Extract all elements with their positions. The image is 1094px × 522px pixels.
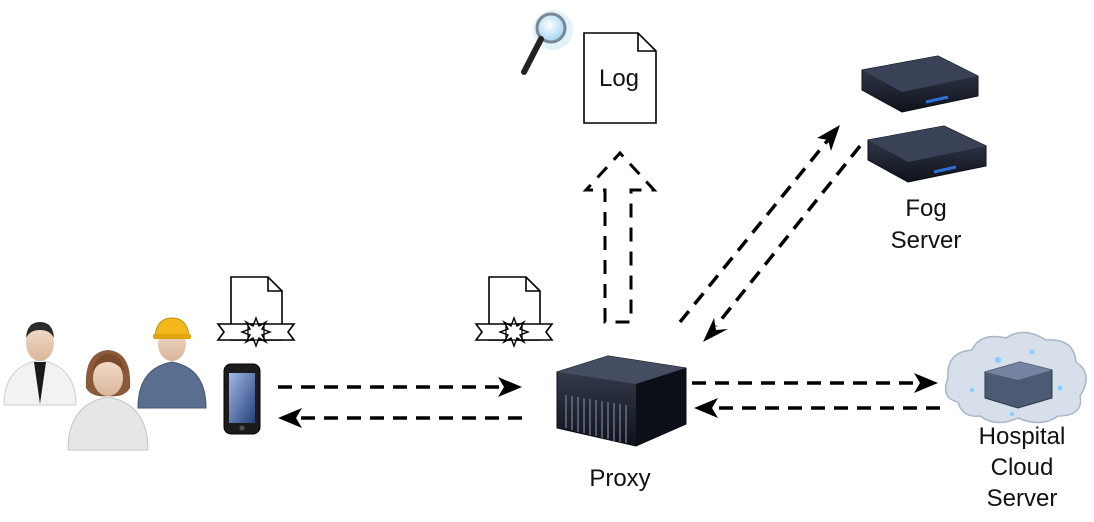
- arrow-fog-to-proxy: [714, 144, 862, 328]
- up-arrow-to-log: [582, 150, 658, 324]
- fog-server-icon: [861, 55, 987, 183]
- hospital-label-line3: Server: [987, 485, 1058, 512]
- hospital-cloud-server-icon: [944, 331, 1087, 424]
- certificate-document-left: [216, 276, 296, 348]
- arrow-proxy-to-fog: [678, 138, 830, 324]
- arrowhead-left-proxy-phone: [278, 408, 302, 428]
- arrowhead-right-proxy-hospital: [914, 373, 938, 393]
- proxy-server-icon: [556, 355, 687, 447]
- arrowhead-to-proxy-from-fog: [703, 318, 728, 342]
- hospital-label-line1: Hospital: [979, 423, 1066, 450]
- fog-server-label-line1: Fog: [905, 195, 946, 222]
- proxy-label: Proxy: [589, 465, 650, 492]
- woman-user-icon: [67, 350, 149, 451]
- smartphone-icon: [223, 363, 261, 435]
- arrowhead-right-phone-proxy: [498, 377, 522, 397]
- magnifying-glass-icon: [521, 10, 573, 75]
- fog-server-label-line2: Server: [891, 227, 962, 254]
- hospital-label-line2: Cloud: [991, 454, 1054, 481]
- businessman-icon: [3, 322, 77, 406]
- worker-hardhat-icon: [137, 317, 207, 409]
- arrowhead-to-fog: [817, 125, 840, 151]
- arrowhead-left-hospital-proxy: [694, 398, 718, 418]
- log-document-icon: [583, 32, 657, 124]
- arrow-heads: [278, 125, 938, 428]
- users-group: [3, 317, 207, 451]
- log-label: Log: [599, 65, 639, 92]
- certificate-document-proxy: [474, 276, 554, 348]
